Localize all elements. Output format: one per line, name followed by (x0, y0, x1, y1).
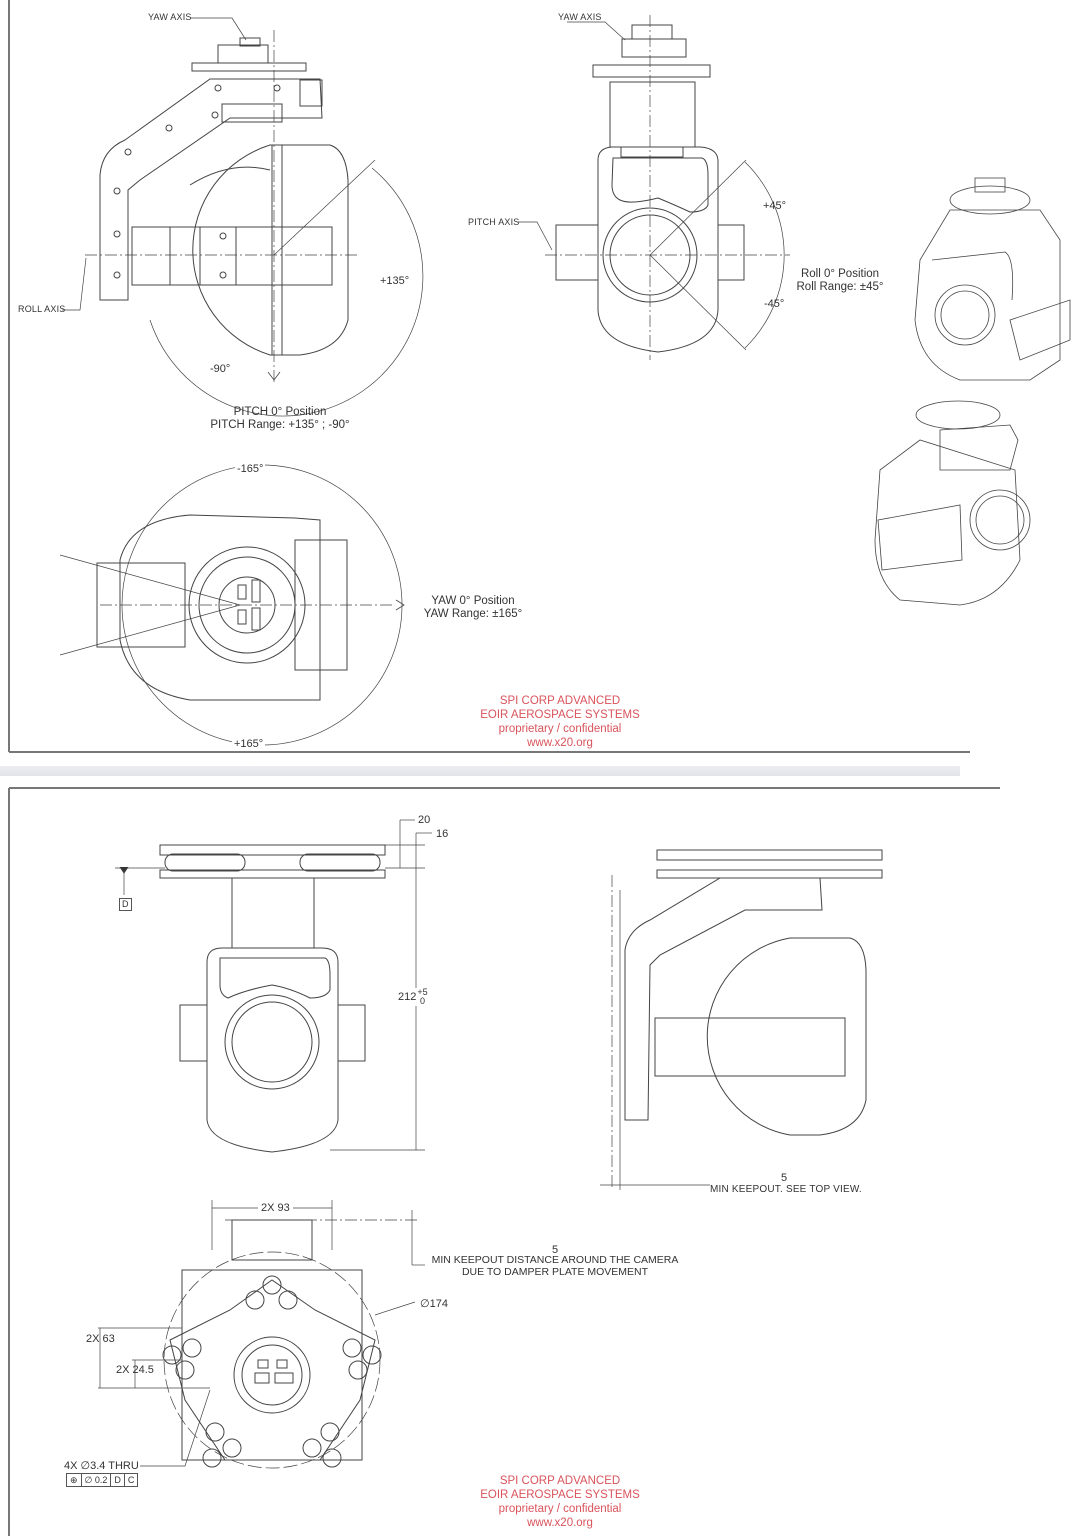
fcf-datum-secondary: C (127, 1475, 135, 1485)
sheet-separator (0, 766, 960, 776)
watermark-top: SPI CORP ADVANCED EOIR AEROSPACE SYSTEMS… (470, 694, 650, 750)
top-view-dimensioned (98, 1200, 425, 1469)
roll-caption-line1: Roll 0° Position (800, 268, 880, 280)
front-view-gimbal (518, 15, 790, 360)
dim-height-tol-lower: 0 (419, 996, 425, 1006)
yaw-caption-line2: YAW Range: ±165° (423, 608, 523, 621)
watermark-line2: EOIR AEROSPACE SYSTEMS (480, 709, 640, 721)
watermark-line1: SPI CORP ADVANCED (499, 1475, 621, 1487)
top-view-gimbal (59, 464, 405, 746)
side-keepout-note: MIN KEEPOUT. SEE TOP VIEW. (710, 1184, 862, 1195)
front-yaw-axis-label: YAW AXIS (558, 12, 602, 22)
dim-24-5: 2X 24.5 (116, 1364, 154, 1376)
roll-axis-label: ROLL AXIS (18, 304, 66, 314)
pitch-angle-negative: -90° (210, 363, 231, 375)
fcf-datum-primary: D (111, 1474, 125, 1486)
top-keepout-note-line1: MIN KEEPOUT DISTANCE AROUND THE CAMERA (431, 1254, 679, 1266)
roll-caption: Roll 0° Position Roll Range: ±45° (790, 268, 890, 294)
dim-top-keepout: 5 (552, 1244, 559, 1256)
position-tolerance-icon: ⊕ (67, 1474, 82, 1486)
front-view-dimensioned (115, 819, 432, 1153)
pitch-caption: PITCH 0° Position PITCH Range: +135° ; -… (200, 406, 360, 432)
sheet-top-linework (8, 0, 1071, 753)
dim-height-value: 212 (398, 990, 417, 1003)
side-view-dimensioned (600, 849, 883, 1190)
sheet-bottom-linework (8, 787, 1000, 1536)
watermark-bottom: SPI CORP ADVANCED EOIR AEROSPACE SYSTEMS… (470, 1474, 650, 1530)
pitch-axis-label: PITCH AXIS (468, 217, 520, 227)
isometric-view-front (914, 177, 1071, 381)
yaw-axis-label: YAW AXIS (148, 12, 192, 22)
yaw-angle-positive: +165° (232, 738, 266, 751)
watermark-line4: www.x20.org (527, 737, 593, 749)
pitch-angle-positive: +135° (380, 275, 410, 287)
watermark-line3: proprietary / confidential (498, 1503, 622, 1515)
roll-caption-line2: Roll Range: ±45° (796, 281, 884, 294)
fcf-tolerance: ∅ 0.2 (82, 1474, 112, 1486)
dim-damper-total: 20 (418, 814, 431, 826)
roll-angle-negative: -45° (764, 298, 785, 310)
yaw-caption-line1: YAW 0° Position (431, 595, 515, 607)
watermark-line3: proprietary / confidential (498, 723, 622, 735)
dim-width-93: 2X 93 (258, 1202, 293, 1215)
side-view-gimbal (62, 17, 424, 417)
dim-side-keepout: 5 (781, 1172, 788, 1184)
top-keepout-note: MIN KEEPOUT DISTANCE AROUND THE CAMERA D… (425, 1254, 685, 1278)
roll-angle-positive: +45° (763, 200, 787, 212)
drawing-sheet-motion-ranges: YAW AXIS ROLL AXIS +135° -90° PITCH 0° P… (0, 0, 1081, 760)
watermark-line1: SPI CORP ADVANCED (499, 695, 621, 707)
dim-damper-inner: 16 (436, 828, 449, 840)
top-keepout-note-line2: DUE TO DAMPER PLATE MOVEMENT (461, 1266, 649, 1279)
hole-note: 4X ∅3.4 THRU (64, 1460, 139, 1472)
pitch-caption-line1: PITCH 0° Position (233, 406, 327, 418)
pitch-caption-line2: PITCH Range: +135° ; -90° (210, 419, 350, 432)
dim-height-tol-upper: +5 (417, 987, 428, 997)
watermark-line2: EOIR AEROSPACE SYSTEMS (480, 1489, 640, 1501)
feature-control-frame: ⊕ ∅ 0.2 D C (66, 1473, 139, 1487)
isometric-view-rear (874, 400, 1031, 606)
dim-63: 2X 63 (86, 1333, 115, 1345)
yaw-caption: YAW 0° Position YAW Range: ±165° (418, 595, 528, 621)
dim-diameter-174: ∅174 (420, 1298, 448, 1310)
datum-d: D (119, 898, 132, 911)
yaw-angle-negative: -165° (235, 463, 266, 476)
watermark-line4: www.x20.org (527, 1517, 593, 1529)
